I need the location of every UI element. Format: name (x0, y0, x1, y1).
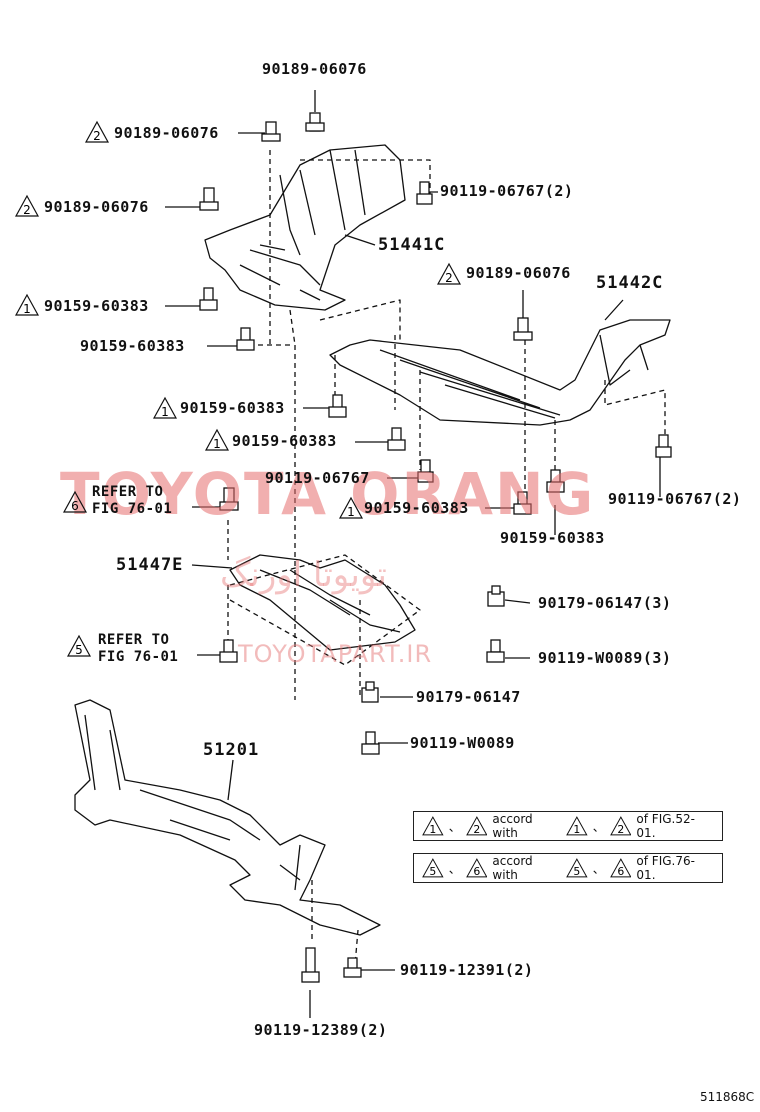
svg-text:1: 1 (429, 823, 436, 836)
triangle-badge-5-icon: 5 (422, 858, 444, 878)
part-51441c-shape (204, 144, 406, 311)
legend-sep: 、 (592, 861, 605, 876)
triangle-badge-1-icon: 1 (14, 293, 40, 316)
part-51447e-shape (229, 554, 416, 651)
svg-text:6: 6 (71, 499, 79, 513)
part-label-90189-06076[interactable]: 90189-06076 (114, 124, 219, 142)
legend-row-2: 5 、 6 accord with 5 、 6 of FIG.76-01. (413, 853, 723, 883)
part-label-90119-06767[interactable]: 90119-06767(2) (440, 182, 574, 200)
part-label-90119-06767[interactable]: 90119-06767 (265, 469, 370, 487)
clip-icon (199, 187, 219, 211)
bolt-icon (417, 459, 434, 483)
part-label-90159-60383[interactable]: 90159-60383 (80, 337, 185, 355)
bolt-icon (301, 947, 320, 983)
part-label-90119-06767[interactable]: 90119-06767(2) (608, 490, 742, 508)
svg-text:2: 2 (23, 203, 31, 217)
refer-to-fig-76-01[interactable]: REFER TO FIG 76-01 (92, 484, 173, 517)
triangle-badge-1-icon: 1 (152, 396, 178, 419)
bolt-icon (305, 112, 325, 132)
legend-fig-ref[interactable]: of FIG.76-01. (636, 854, 695, 882)
legend-row-1: 1 、 2 accord with 1 、 2 of FIG.52-01. (413, 811, 723, 841)
part-label-90159-60383[interactable]: 90159-60383 (232, 432, 337, 450)
svg-text:1: 1 (161, 405, 169, 419)
triangle-badge-5-icon: 5 (66, 634, 92, 657)
triangle-badge-6-icon: 6 (609, 858, 632, 878)
bolt-icon (328, 394, 347, 418)
svg-text:1: 1 (213, 437, 221, 451)
legend-accord-text: accord with (492, 812, 533, 840)
triangle-badge-2-icon: 2 (14, 194, 40, 217)
triangle-badge-2-icon: 2 (465, 816, 488, 836)
part-label-51447e[interactable]: 51447E (116, 555, 184, 575)
bolt-icon (199, 287, 218, 311)
triangle-badge-6-icon: 6 (62, 490, 88, 513)
part-label-90159-60383[interactable]: 90159-60383 (44, 297, 149, 315)
svg-text:1: 1 (347, 505, 355, 519)
part-label-51441c[interactable]: 51441C (378, 235, 446, 255)
legend-accord-text: accord with (492, 854, 533, 882)
bolt-icon (513, 491, 532, 515)
svg-text:1: 1 (573, 823, 580, 836)
figure-number: 511868C (700, 1090, 755, 1104)
screw-icon (486, 639, 505, 663)
bolt-icon (655, 434, 672, 458)
part-label-51442c[interactable]: 51442C (596, 273, 664, 293)
svg-text:5: 5 (573, 865, 580, 878)
svg-text:2: 2 (617, 823, 624, 836)
triangle-badge-2-icon: 2 (84, 120, 110, 143)
triangle-badge-1-icon: 1 (338, 496, 364, 519)
triangle-badge-2-icon: 2 (609, 816, 632, 836)
clip-icon (361, 681, 379, 703)
triangle-badge-1-icon: 1 (204, 428, 230, 451)
part-label-90189-06076[interactable]: 90189-06076 (262, 60, 367, 78)
part-label-90179-06147[interactable]: 90179-06147 (416, 688, 521, 706)
part-label-51201[interactable]: 51201 (203, 740, 260, 760)
part-label-90179-06147[interactable]: 90179-06147(3) (538, 594, 672, 612)
bolt-icon (416, 181, 433, 205)
svg-text:2: 2 (445, 271, 453, 285)
refer-to-fig-76-01[interactable]: REFER TO FIG 76-01 (98, 632, 179, 665)
screw-icon (361, 731, 380, 755)
part-label-90119-12391[interactable]: 90119-12391(2) (400, 961, 534, 979)
svg-text:6: 6 (473, 865, 480, 878)
svg-text:2: 2 (473, 823, 480, 836)
triangle-badge-5-icon: 5 (566, 858, 588, 878)
part-label-90189-06076[interactable]: 90189-06076 (44, 198, 149, 216)
svg-text:5: 5 (75, 643, 83, 657)
part-51442c-shape (329, 319, 671, 426)
part-label-90189-06076[interactable]: 90189-06076 (466, 264, 571, 282)
legend-sep: 、 (448, 861, 461, 876)
bolt-icon (387, 427, 406, 451)
bolt-icon (236, 327, 255, 351)
legend-sep: 、 (592, 819, 605, 834)
svg-text:1: 1 (23, 302, 31, 316)
part-51201-shape (74, 699, 381, 936)
clip-icon (219, 487, 239, 511)
part-label-90119-w0089[interactable]: 90119-W0089(3) (538, 649, 672, 667)
part-label-90119-w0089[interactable]: 90119-W0089 (410, 734, 515, 752)
svg-text:6: 6 (617, 865, 624, 878)
bolt-icon (261, 121, 281, 142)
clip-icon (487, 585, 505, 607)
svg-text:2: 2 (93, 129, 101, 143)
triangle-badge-6-icon: 6 (465, 858, 488, 878)
part-label-90119-12389[interactable]: 90119-12389(2) (254, 1021, 388, 1039)
legend-sep: 、 (448, 819, 461, 834)
bolt-icon (546, 469, 565, 493)
triangle-badge-2-icon: 2 (436, 262, 462, 285)
bolt-icon (343, 957, 362, 978)
part-label-90159-60383[interactable]: 90159-60383 (180, 399, 285, 417)
triangle-badge-1-icon: 1 (566, 816, 588, 836)
triangle-badge-1-icon: 1 (422, 816, 444, 836)
bolt-icon (219, 639, 238, 663)
legend-fig-ref[interactable]: of FIG.52-01. (636, 812, 695, 840)
part-label-90159-60383[interactable]: 90159-60383 (500, 529, 605, 547)
part-label-90159-60383[interactable]: 90159-60383 (364, 499, 469, 517)
svg-text:5: 5 (429, 865, 436, 878)
clip-icon (513, 317, 533, 341)
